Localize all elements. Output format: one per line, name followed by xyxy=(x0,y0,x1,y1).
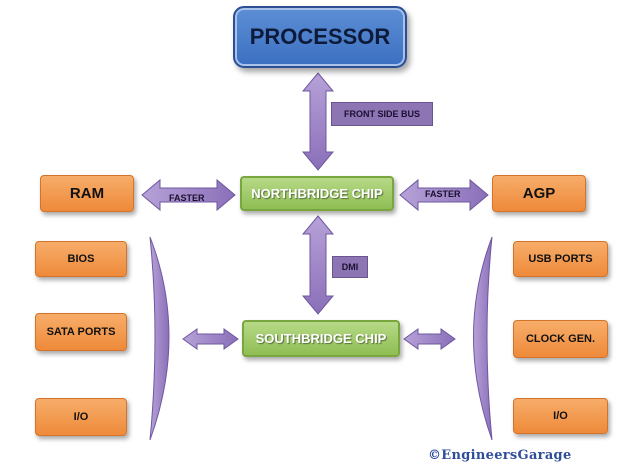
dmi-label: DMI xyxy=(332,256,368,278)
usb-ports-box: USB PORTS xyxy=(513,241,608,277)
ram-faster-arrow xyxy=(141,178,236,212)
watermark: ©EngineersGarage xyxy=(428,448,572,463)
ram-faster-label: FASTER xyxy=(169,193,205,203)
agp-faster-label: FASTER xyxy=(425,189,461,199)
agp-faster-arrow xyxy=(399,178,489,212)
processor-box: PROCESSOR xyxy=(233,6,407,68)
northbridge-chip: NORTHBRIDGE CHIP xyxy=(240,176,394,211)
left-group-bracket xyxy=(149,236,170,441)
front-side-bus-label: FRONT SIDE BUS xyxy=(331,102,433,126)
io-right-box: I/O xyxy=(513,398,608,434)
southbridge-label: SOUTHBRIDGE CHIP xyxy=(255,331,387,346)
right-group-bracket xyxy=(473,236,493,441)
io-left-box: I/O xyxy=(35,398,127,436)
sata-ports-box: SATA PORTS xyxy=(35,313,127,351)
left-group-arrow xyxy=(182,328,239,350)
bios-box: BIOS xyxy=(35,241,127,277)
dmi-arrow xyxy=(301,215,335,315)
agp-box: AGP xyxy=(492,175,586,212)
ram-box: RAM xyxy=(40,175,134,212)
clock-gen-box: CLOCK GEN. xyxy=(513,320,608,358)
front-side-bus-arrow xyxy=(301,72,335,171)
right-group-arrow xyxy=(403,328,456,350)
northbridge-label: NORTHBRIDGE CHIP xyxy=(251,186,383,201)
ram-label: RAM xyxy=(69,185,105,202)
southbridge-chip: SOUTHBRIDGE CHIP xyxy=(242,320,400,357)
processor-label: PROCESSOR xyxy=(249,24,391,49)
agp-label: AGP xyxy=(522,185,556,202)
